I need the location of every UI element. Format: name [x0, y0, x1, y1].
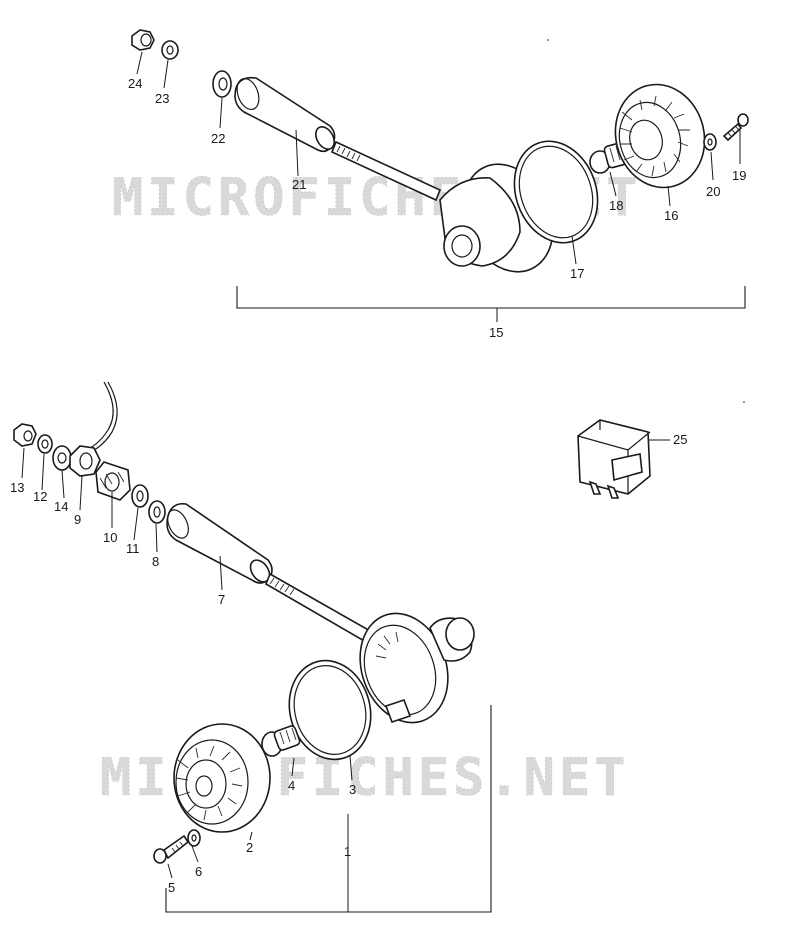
- callout-21: 21: [292, 177, 306, 192]
- part-20-washer: [703, 133, 717, 151]
- part-4-bulb: [261, 725, 301, 757]
- part-10-bushing: [95, 461, 131, 501]
- part-11-washer: [131, 484, 149, 508]
- part-25-relay: [577, 419, 651, 499]
- callout-24: 24: [128, 76, 142, 91]
- part-2-lens: [173, 723, 271, 833]
- part-22-lock-washer: [212, 70, 232, 98]
- callout-6: 6: [195, 864, 202, 879]
- part-12-washer: [37, 434, 53, 454]
- part-6-washer: [187, 829, 201, 847]
- callout-11: 11: [126, 541, 140, 556]
- callout-5: 5: [168, 880, 175, 895]
- callout-3: 3: [349, 782, 356, 797]
- part-7-stem-cover: [166, 502, 273, 584]
- callout-17: 17: [570, 266, 584, 281]
- callout-2: 2: [246, 840, 253, 855]
- part-5-screw: [153, 834, 190, 864]
- callout-18: 18: [609, 198, 623, 213]
- callout-23: 23: [155, 91, 169, 106]
- callout-16: 16: [664, 208, 678, 223]
- callout-20: 20: [706, 184, 720, 199]
- part-3-gasket: [288, 659, 372, 761]
- callout-10: 10: [103, 530, 117, 545]
- part-16-lens: [614, 83, 706, 189]
- bracket-1-right: [165, 705, 492, 913]
- part-14-washer: [52, 445, 72, 471]
- bracket-15: [236, 286, 746, 309]
- callout-13: 13: [10, 480, 24, 495]
- callout-4: 4: [288, 778, 295, 793]
- part-23-washer: [161, 40, 179, 60]
- callout-1: 1: [344, 844, 351, 859]
- part-24-nut: [131, 29, 155, 51]
- lead-wire: [81, 381, 114, 453]
- callout-22: 22: [211, 131, 225, 146]
- part-13-nut: [13, 423, 37, 447]
- lower-housing: [359, 612, 475, 724]
- part-8-lock-washer: [148, 500, 166, 524]
- callout-19: 19: [732, 168, 746, 183]
- callout-12: 12: [33, 489, 47, 504]
- upper-threaded-stem: [330, 140, 442, 202]
- part-19-screw: [722, 113, 749, 142]
- callout-15: 15: [489, 325, 503, 340]
- part-9-nut: [69, 445, 101, 477]
- callout-25: 25: [673, 432, 687, 447]
- callout-9: 9: [74, 512, 81, 527]
- callout-8: 8: [152, 554, 159, 569]
- lower-threaded-stem: [265, 572, 374, 644]
- callout-14: 14: [54, 499, 68, 514]
- callout-7: 7: [218, 592, 225, 607]
- part-21-stem-cover: [234, 76, 336, 153]
